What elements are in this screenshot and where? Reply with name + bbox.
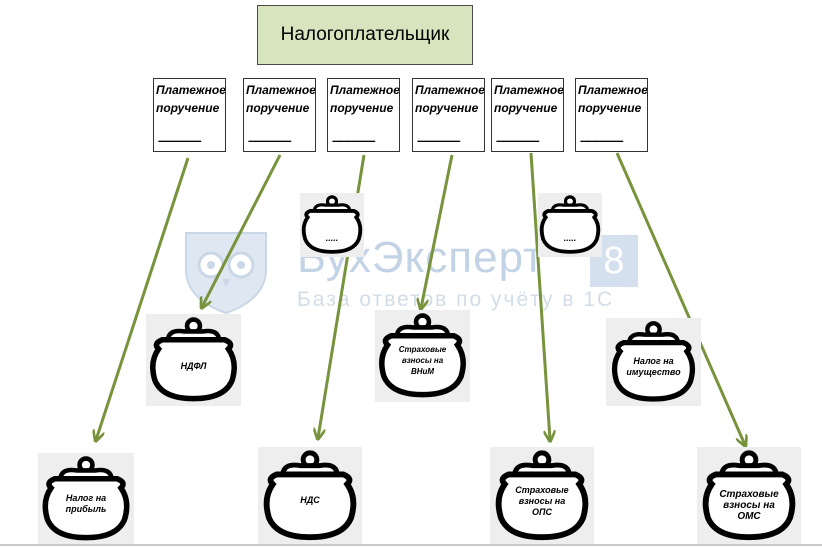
purse-label: Налог на прибыль bbox=[65, 493, 107, 514]
payment-order-title: Платежное поручение bbox=[415, 83, 485, 115]
purse-label: ..... bbox=[325, 233, 339, 243]
purse-icon bbox=[263, 450, 357, 541]
payment-order-dashes: ---------------- bbox=[158, 135, 202, 147]
payment-order-dashes: ---------------- bbox=[580, 135, 624, 147]
purse-label: НДФЛ bbox=[180, 361, 207, 371]
purse-label: Страховые взносы на ОМС bbox=[719, 489, 779, 522]
purse-label: ..... bbox=[563, 233, 577, 243]
purse-vnim: Страховые взносы на ВНиМ bbox=[375, 310, 470, 402]
purse-other-left: ..... bbox=[300, 193, 364, 257]
purse-profit: Налог на прибыль bbox=[38, 453, 134, 545]
purse-icon bbox=[301, 195, 363, 254]
purse-icon bbox=[495, 450, 589, 541]
purse-property: Налог на имущество bbox=[606, 318, 701, 406]
payment-order-title: Платежное поручение bbox=[156, 83, 226, 115]
payment-order-dashes: ---------------- bbox=[496, 135, 540, 147]
purse-ndfl: НДФЛ bbox=[146, 314, 241, 406]
payment-order-3: Платежное поручение ---------------- bbox=[327, 78, 400, 152]
purse-icon bbox=[150, 317, 237, 402]
purse-other-right: ..... bbox=[538, 193, 602, 257]
purse-label: Страховые взносы на ВНиМ bbox=[398, 345, 447, 376]
bottom-divider bbox=[0, 544, 822, 546]
purse-nds: НДС bbox=[258, 447, 362, 545]
purse-icon bbox=[539, 195, 601, 254]
payment-order-title: Платежное поручение bbox=[246, 83, 316, 115]
arrow-to-ndfl bbox=[202, 154, 282, 307]
purse-icon bbox=[379, 313, 466, 398]
purse-label: Налог на имущество bbox=[626, 356, 681, 377]
taxpayer-box: Налогоплательщик bbox=[257, 5, 473, 65]
payment-order-1: Платежное поручение ---------------- bbox=[153, 78, 226, 152]
purse-icon bbox=[611, 321, 696, 402]
arrow-to-profit bbox=[96, 157, 190, 440]
payment-order-2: Платежное поручение ---------------- bbox=[243, 78, 316, 152]
payment-order-dashes: ---------------- bbox=[332, 135, 376, 147]
payment-order-5: Платежное поручение ---------------- bbox=[491, 78, 564, 152]
arrow-to-vnim bbox=[421, 154, 454, 308]
payment-order-dashes: ---------------- bbox=[248, 135, 292, 147]
payment-order-title: Платежное поручение bbox=[578, 83, 648, 115]
purse-icon bbox=[42, 456, 130, 541]
arrow-to-oms bbox=[615, 152, 745, 445]
arrow-to-ops bbox=[529, 152, 550, 440]
payment-order-4: Платежное поручение ---------------- bbox=[412, 78, 485, 152]
purse-oms: Страховые взносы на ОМС bbox=[697, 447, 801, 545]
purse-ops: Страховые взносы на ОПС bbox=[490, 447, 594, 545]
purse-icon bbox=[702, 450, 796, 541]
purse-label: НДС bbox=[300, 495, 320, 505]
payment-order-title: Платежное поручение bbox=[330, 83, 400, 115]
payment-order-dashes: ---------------- bbox=[417, 135, 461, 147]
purse-label: Страховые взносы на ОПС bbox=[515, 485, 569, 517]
payment-order-title: Платежное поручение bbox=[494, 83, 564, 115]
payment-order-6: Платежное поручение ---------------- bbox=[575, 78, 648, 152]
